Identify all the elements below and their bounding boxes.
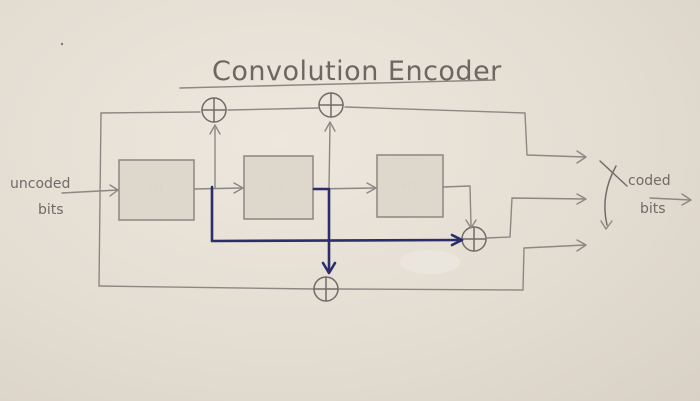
register-3-label: M3 — [401, 180, 418, 193]
middle-output-wire — [485, 197, 586, 239]
reg2-to-reg3-arrow-head — [366, 182, 377, 194]
tap1-up-arrow-head — [209, 124, 221, 135]
output-label-line1: coded — [628, 173, 671, 189]
reg1-to-reg2-arrow-head — [233, 182, 244, 194]
switch-stroke — [599, 160, 628, 187]
ink-path-horizontal — [210, 185, 462, 243]
title-underline — [179, 79, 496, 89]
ink-path-vertical — [312, 187, 331, 272]
output-arrow-line — [649, 197, 691, 201]
reg1-to-reg2-wire — [193, 187, 243, 190]
top-wire-mid — [227, 107, 319, 111]
middle-output-arrow-head — [576, 193, 587, 205]
top-output-arrow-head — [576, 150, 587, 164]
diagram-title: Convolution Encoder — [212, 56, 502, 87]
input-line — [61, 189, 119, 194]
xor-top-2-cross — [318, 92, 344, 118]
ink-arrow-down-head — [321, 261, 337, 275]
register-1-box — [118, 159, 195, 221]
left-bus-line — [98, 112, 102, 287]
top-wire-right — [344, 106, 586, 158]
pencil-dot — [60, 42, 64, 46]
ink-arrow-right-head — [450, 233, 464, 247]
input-label-line2: bits — [38, 202, 64, 218]
switch-arc — [604, 165, 617, 226]
bottom-output-arrow-head — [576, 239, 587, 252]
eraser-smudge — [400, 250, 460, 274]
top-wire-left — [100, 111, 201, 114]
input-arrow-head — [109, 184, 119, 197]
tap3-down-arrow-head — [465, 219, 477, 229]
tap2-up-wire — [328, 124, 331, 190]
bottom-wire-right — [338, 244, 586, 291]
xor-top-1-cross — [201, 97, 227, 123]
tap2-up-arrow-head — [324, 121, 336, 132]
switch-arrow-head — [600, 220, 613, 230]
xor-right-cross — [461, 226, 487, 252]
xor-bottom-cross — [313, 276, 339, 302]
output-arrow-head — [681, 193, 692, 206]
register-2-label: M2 — [268, 182, 285, 195]
output-label-line2: bits — [640, 201, 666, 217]
tap3-down-wire — [442, 185, 472, 227]
bottom-wire-left — [98, 285, 315, 290]
input-label-line1: uncoded — [10, 176, 70, 192]
register-3-box — [376, 154, 444, 218]
register-1-label: M1 — [148, 184, 165, 197]
register-2-box — [243, 155, 314, 220]
